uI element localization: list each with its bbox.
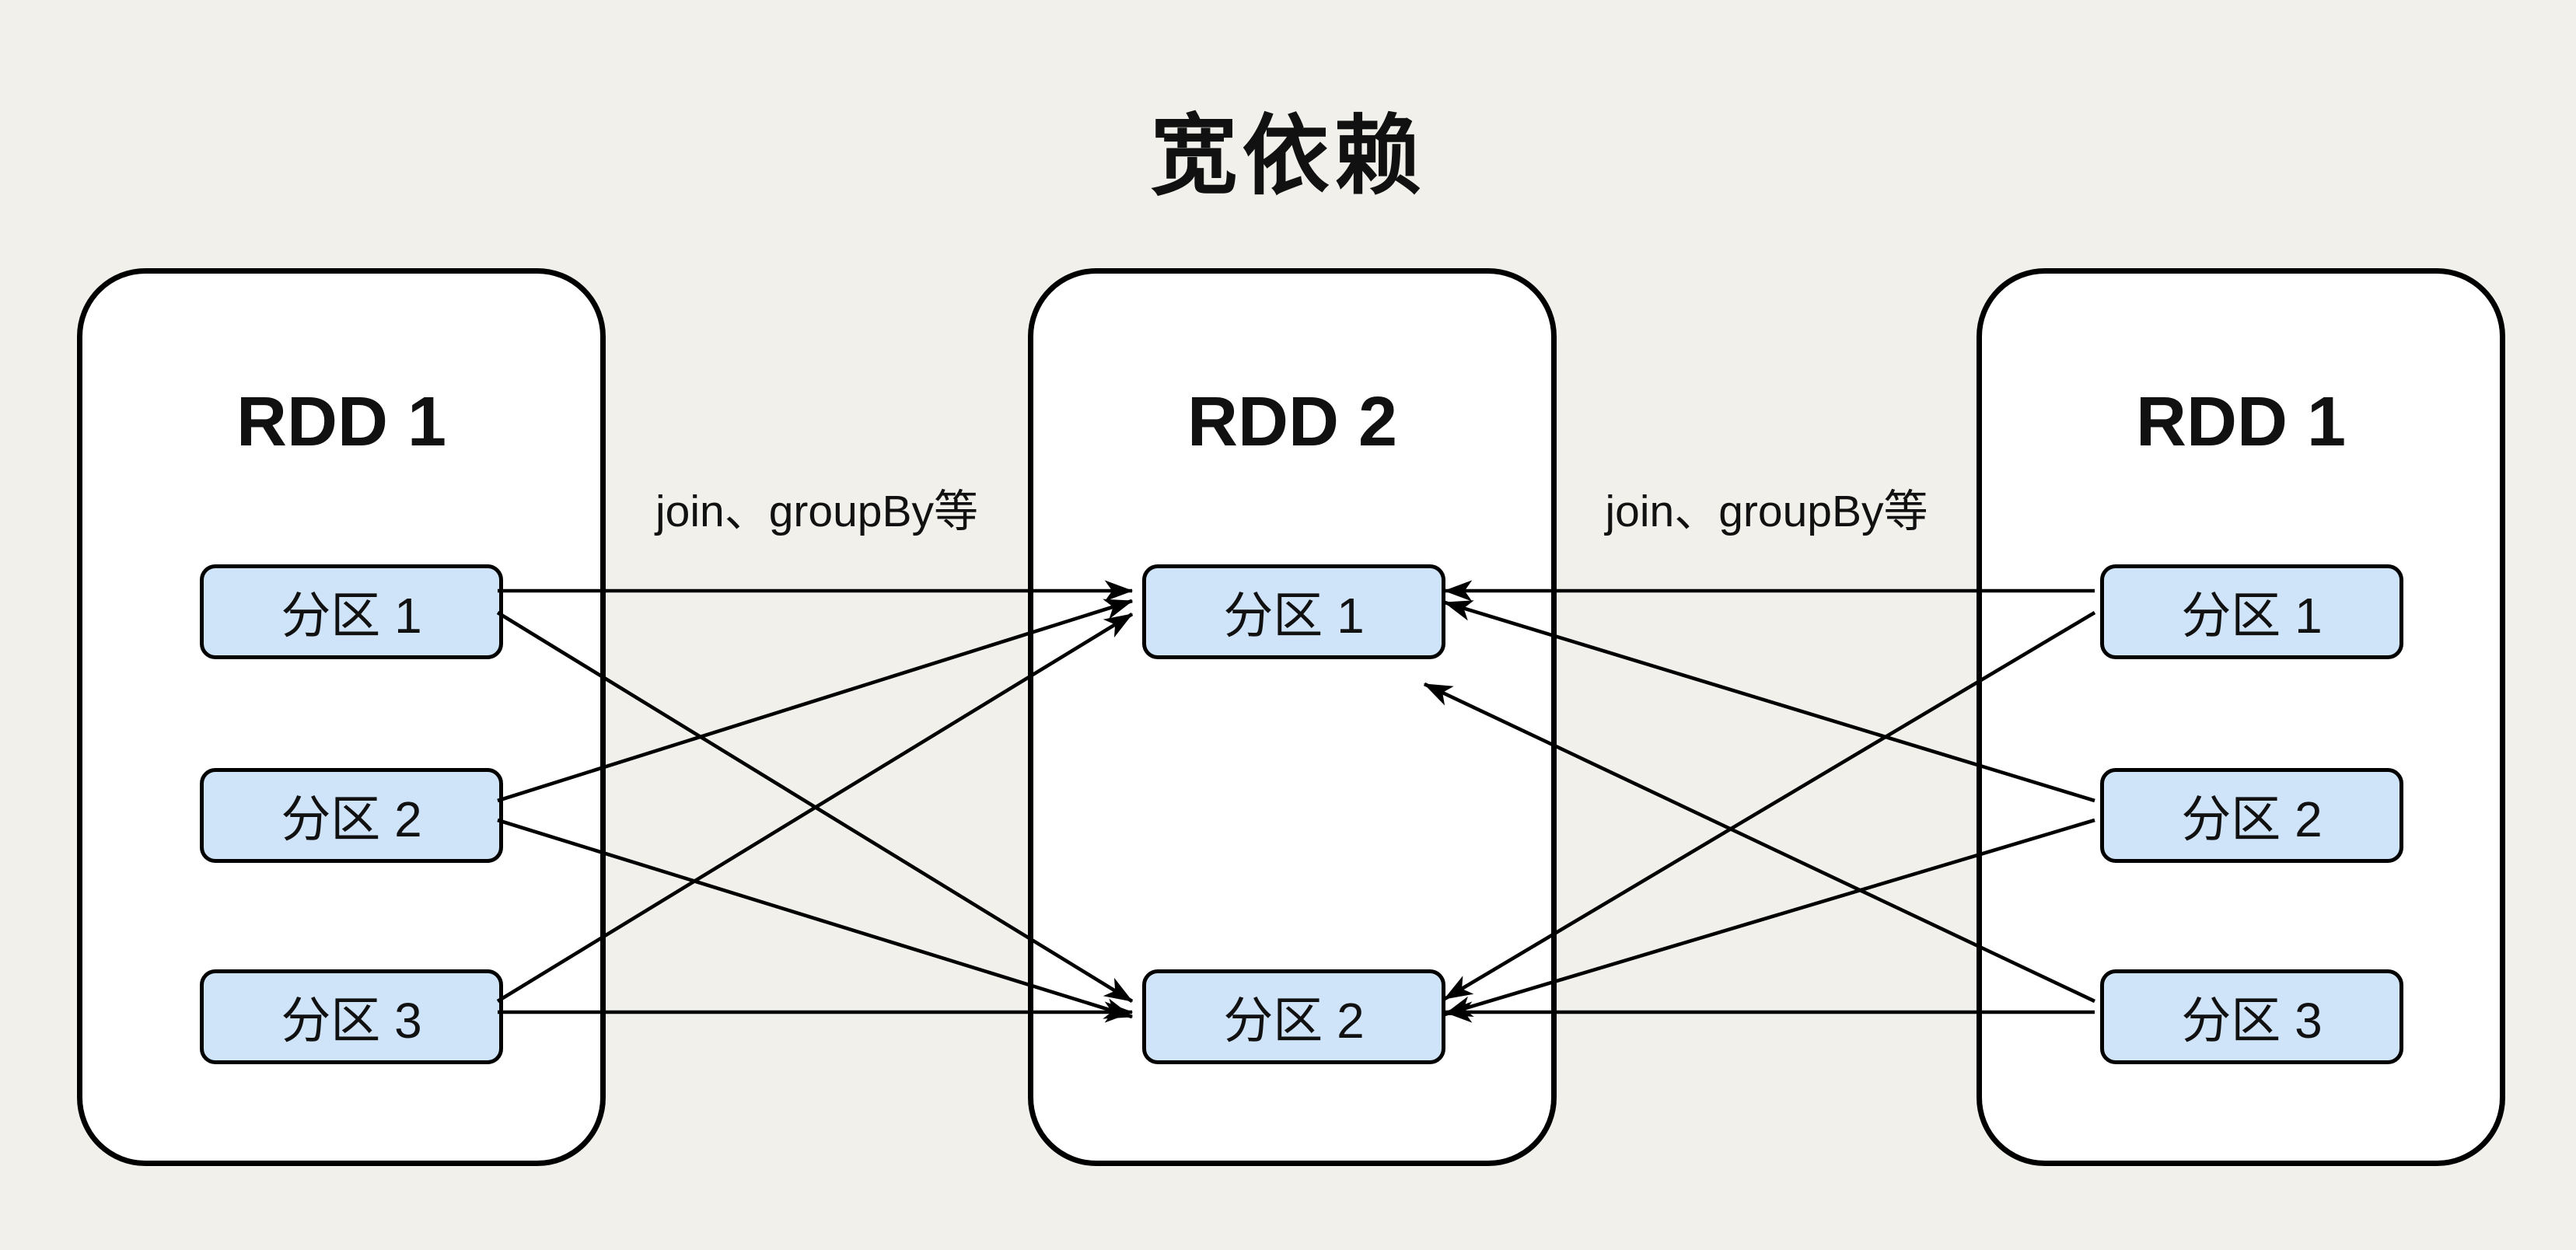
rdd-box-left: RDD 1 分区 1 分区 2 分区 3	[77, 268, 606, 1166]
partition-middle-2: 分区 2	[1142, 969, 1445, 1064]
diagram-title: 宽依赖	[1150, 107, 1426, 204]
edge-label-right: join、groupBy等	[1605, 487, 1928, 536]
partition-right-1: 分区 1	[2100, 564, 2403, 659]
rdd-label-right: RDD 1	[2135, 383, 2347, 461]
partition-left-1: 分区 1	[200, 564, 503, 659]
partition-middle-1: 分区 1	[1142, 564, 1445, 659]
partition-left-3: 分区 3	[200, 969, 503, 1064]
edge-label-left: join、groupBy等	[655, 487, 979, 536]
rdd-label-left: RDD 1	[236, 383, 447, 461]
partition-right-3: 分区 3	[2100, 969, 2403, 1064]
partition-left-2: 分区 2	[200, 768, 503, 863]
rdd-box-right: RDD 1 分区 1 分区 2 分区 3	[1977, 268, 2505, 1166]
rdd-label-middle: RDD 2	[1187, 383, 1398, 461]
partition-right-2: 分区 2	[2100, 768, 2403, 863]
rdd-box-middle: RDD 2 分区 1 分区 2	[1028, 268, 1557, 1166]
